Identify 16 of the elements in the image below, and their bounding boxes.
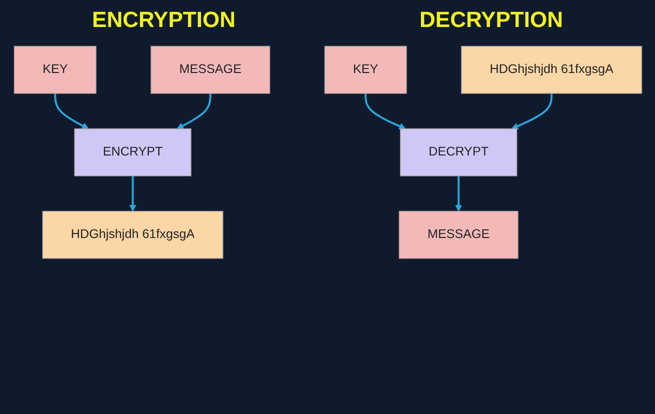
node-box: ENCRYPT xyxy=(74,128,191,176)
arrow xyxy=(364,93,406,130)
node-box: MESSAGE xyxy=(150,46,270,94)
arrow xyxy=(128,176,136,212)
arrow xyxy=(454,176,462,212)
arrow xyxy=(176,93,211,130)
section-heading: ENCRYPTION xyxy=(92,7,236,33)
node-box: DECRYPT xyxy=(400,128,517,176)
arrow xyxy=(510,93,552,130)
section-heading: DECRYPTION xyxy=(420,7,563,33)
node-box: HDGhjshjdh 61fxgsgA xyxy=(42,210,223,259)
node-box: KEY xyxy=(324,46,406,94)
node-box: KEY xyxy=(13,46,96,94)
node-box: HDGhjshjdh 61fxgsgA xyxy=(460,46,642,94)
arrow xyxy=(54,93,88,130)
node-box: MESSAGE xyxy=(398,210,518,259)
